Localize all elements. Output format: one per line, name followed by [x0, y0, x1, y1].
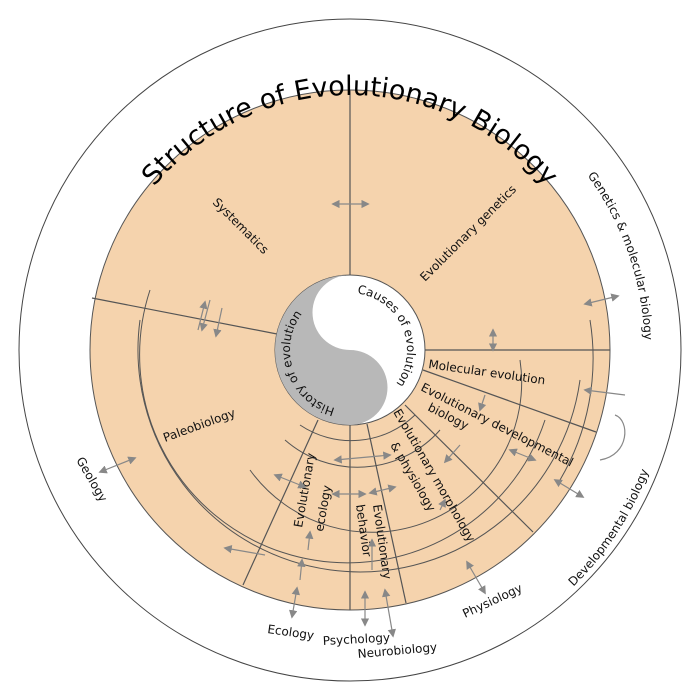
interaction-arrows [98, 199, 626, 638]
rings [137, 289, 594, 573]
outer-neurobiology: Neurobiology [357, 640, 438, 661]
center-yin-yang: Causes of evolution History of evolution [274, 274, 426, 426]
outer-psychology: Psychology [322, 630, 390, 648]
outer-ecology: Ecology [267, 622, 315, 642]
history-half [275, 275, 388, 425]
